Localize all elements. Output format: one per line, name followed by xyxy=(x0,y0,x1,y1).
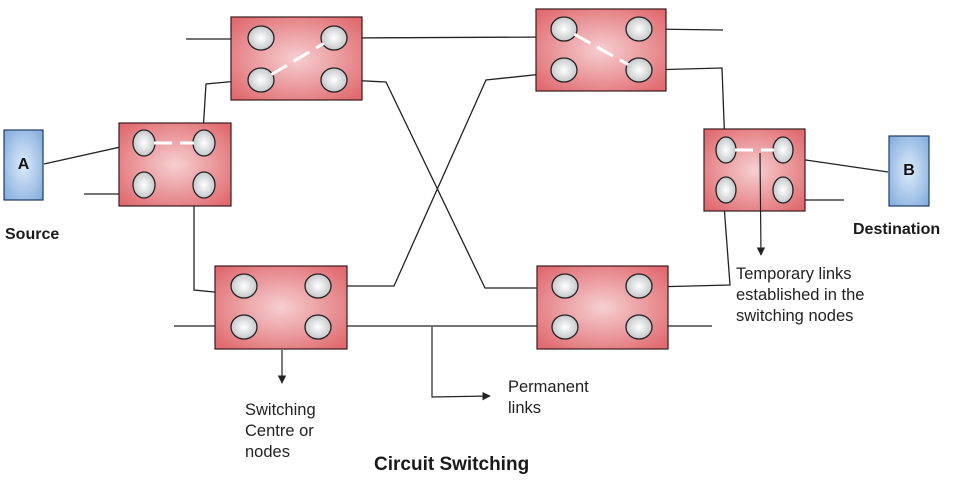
temporary-links-line-2: established in the xyxy=(736,286,865,304)
destination-endpoint xyxy=(888,135,930,207)
link-cross-topleft-to-bottomright xyxy=(345,79,552,289)
port-top-right xyxy=(304,273,332,299)
port-top-right xyxy=(772,136,794,164)
switching-centre-line-1: Switching xyxy=(245,401,316,419)
port-top-right xyxy=(320,25,348,51)
temporary-links-line-3: switching nodes xyxy=(736,307,854,325)
diagram-title: Circuit Switching xyxy=(374,454,530,475)
node-top-right xyxy=(535,8,667,92)
port-bottom-right xyxy=(625,57,653,83)
permanent-links-arrow xyxy=(431,327,491,401)
destination-letter: B xyxy=(903,162,915,179)
switching-centre-line-3: nodes xyxy=(245,443,290,461)
temporary-links-label: Temporary links established in the switc… xyxy=(736,264,864,327)
link-right-to-bottomright-node xyxy=(651,204,731,288)
source-letter: A xyxy=(17,156,30,173)
port-bottom-right xyxy=(304,314,332,340)
port-top-right xyxy=(625,273,653,299)
port-bottom-right xyxy=(625,314,653,340)
port-top-left xyxy=(132,129,156,157)
temporary-links-line-1: Temporary links xyxy=(736,265,852,283)
port-bottom-right xyxy=(320,67,348,93)
port-top-left xyxy=(230,273,258,299)
port-bottom-right xyxy=(772,176,794,204)
node-bottom-right xyxy=(536,265,669,350)
temporary-links-arrow xyxy=(756,152,766,256)
node-left xyxy=(118,122,232,207)
port-top-left xyxy=(550,16,578,42)
port-bottom-left xyxy=(551,314,579,340)
node-right xyxy=(703,128,806,212)
port-bottom-left xyxy=(230,314,258,340)
link-cross-bottomleft-to-topright xyxy=(324,72,553,287)
port-bottom-left xyxy=(715,176,737,204)
annotation-arrows xyxy=(277,152,766,401)
permanent-links-line-2: links xyxy=(508,399,542,417)
port-top-left xyxy=(715,136,737,164)
source-endpoint xyxy=(3,129,44,201)
link-topleft-to-topright-node xyxy=(345,36,553,39)
port-bottom-left xyxy=(132,171,156,199)
port-top-left xyxy=(551,273,579,299)
temporary-link xyxy=(573,32,630,67)
port-top-left xyxy=(247,25,275,51)
port-bottom-right xyxy=(192,171,216,199)
node-top-left xyxy=(230,16,363,101)
port-top-right xyxy=(192,129,216,157)
switching-centre-label: Switching Centre or nodes xyxy=(245,400,316,463)
temporary-link xyxy=(270,42,325,76)
destination-caption: Destination xyxy=(853,221,941,238)
permanent-links-line-1: Permanent xyxy=(508,378,589,396)
port-top-right xyxy=(625,16,653,42)
port-bottom-left xyxy=(247,67,275,93)
link-right-node-to-destination xyxy=(791,157,889,173)
source-caption: Source xyxy=(5,226,60,243)
node-bottom-left xyxy=(214,265,348,350)
switching-centre-line-2: Centre or xyxy=(245,422,314,440)
link-topright-to-right-node xyxy=(646,67,726,149)
port-bottom-left xyxy=(550,57,578,83)
permanent-links-label: Permanent links xyxy=(508,377,589,419)
